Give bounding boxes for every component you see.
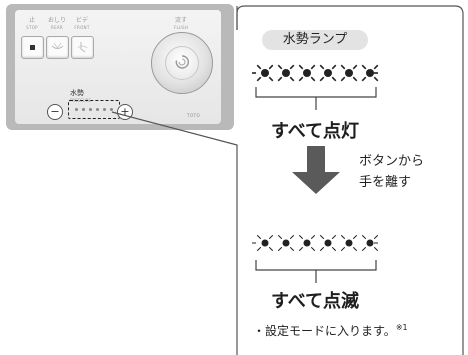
lamp-dot [345, 239, 353, 247]
lamp-ray [256, 64, 262, 70]
all-blinking-caption: すべて点滅 [271, 291, 360, 312]
lamp-dot [261, 69, 269, 77]
water-pressure-minus-button[interactable]: − [47, 104, 63, 120]
lamp-ray [277, 246, 283, 252]
callout-leader-line [111, 111, 238, 355]
lamp-dot [89, 108, 92, 111]
lamp-ray [289, 246, 295, 252]
lamps-all-on [252, 64, 379, 82]
lamp-dot [261, 239, 269, 247]
lamp-ray [331, 76, 337, 82]
lamp-ray [361, 234, 367, 240]
lamp-dot [366, 69, 374, 77]
lamp-ray [310, 234, 316, 240]
lamp-dot [345, 69, 353, 77]
note-text: ・設定モードに入ります。 [253, 324, 396, 338]
lamp-ray [340, 234, 346, 240]
lamp-ray [277, 76, 283, 82]
instruction-line-2: 手を離す [359, 175, 412, 190]
lamp-ray [352, 76, 358, 82]
lamp-ray [256, 234, 262, 240]
stop-icon [30, 45, 35, 50]
rear-wash-icon [51, 42, 64, 49]
lamp-dot [324, 69, 332, 77]
lamp-dot [324, 239, 332, 247]
lamp-ray [289, 76, 295, 82]
lamp-ray [352, 234, 358, 240]
lamp-ray [319, 234, 325, 240]
lamp-ray [331, 246, 337, 252]
lamp-ray [373, 64, 379, 70]
lamp-ray [340, 246, 346, 252]
flush-icon [165, 46, 199, 80]
lamp-ray [331, 234, 337, 240]
lamp-ray [310, 76, 316, 82]
lamp-ray [268, 76, 274, 82]
lamp-ray [298, 246, 304, 252]
lamp-ray [331, 64, 337, 70]
lamp-ray [373, 234, 379, 240]
lamp-ray [310, 246, 316, 252]
lamps-all-blinking [252, 234, 379, 252]
bracket-all-on [255, 87, 377, 110]
lamp-ray [373, 76, 379, 82]
lamp-dot [110, 108, 113, 111]
lamp-ray [298, 64, 304, 70]
brand-logo: TOTO [187, 113, 201, 118]
lamp-ray [361, 76, 367, 82]
lamp-ray [277, 64, 283, 70]
lamp-ray [298, 76, 304, 82]
lamp-ray [340, 76, 346, 82]
lamp-ray [319, 246, 325, 252]
water-pressure-lamp-badge: 水勢ランプ [262, 30, 368, 50]
lamp-ray [268, 64, 274, 70]
lamp-dot [82, 108, 85, 111]
lamp-ray [298, 234, 304, 240]
lamp-ray [319, 64, 325, 70]
lamp-dot [75, 108, 78, 111]
lamp-dot [282, 239, 290, 247]
lamp-ray [319, 76, 325, 82]
lamp-ray [277, 234, 283, 240]
rear-wash-button[interactable] [46, 36, 69, 59]
bracket-all-blink [255, 260, 377, 283]
flush-button[interactable] [151, 32, 213, 94]
lamp-ray [289, 64, 295, 70]
release-button-instruction: ボタンから 手を離す [359, 151, 424, 193]
lamp-dot [282, 69, 290, 77]
lamp-ray [256, 246, 262, 252]
front-wash-button[interactable] [71, 36, 94, 59]
stop-button[interactable] [21, 36, 44, 59]
lamp-ray [268, 234, 274, 240]
lamp-dot [303, 239, 311, 247]
down-arrow-icon [292, 146, 340, 194]
lamp-ray [352, 64, 358, 70]
lamp-ray [361, 64, 367, 70]
lamp-dot [96, 108, 99, 111]
lamp-dot [103, 108, 106, 111]
lamp-dot [366, 239, 374, 247]
lamp-ray [373, 246, 379, 252]
lamp-ray [340, 64, 346, 70]
lamp-ray [310, 64, 316, 70]
front-wash-icon [77, 42, 88, 53]
setting-mode-note: ・設定モードに入ります。※1 [253, 322, 408, 339]
lamp-ray [256, 76, 262, 82]
lamp-ray [289, 234, 295, 240]
lamp-ray [268, 246, 274, 252]
all-lit-caption: すべて点灯 [271, 121, 360, 142]
note-reference: ※1 [395, 323, 408, 332]
lamp-dot [303, 69, 311, 77]
lamp-ray [361, 246, 367, 252]
lamp-ray [352, 246, 358, 252]
instruction-line-1: ボタンから [359, 154, 425, 169]
